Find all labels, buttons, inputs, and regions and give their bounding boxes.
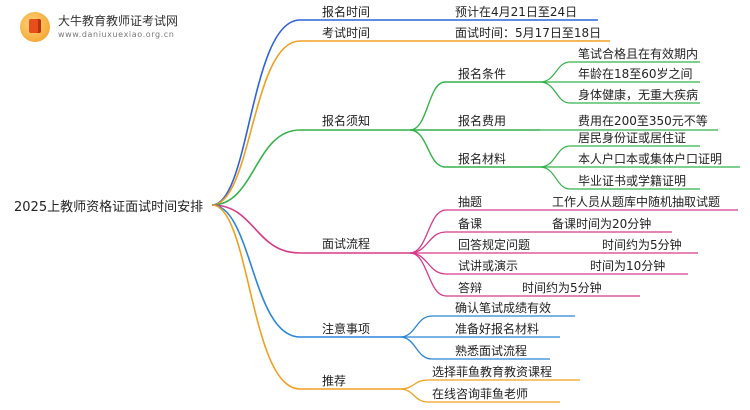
b3-s2-item-0: 费用在200至350元不等 <box>578 114 708 128</box>
b3-s3-label: 报名材料 <box>458 151 506 166</box>
connector-b3-s3 <box>409 129 446 168</box>
b3-s3-item-0: 居民身份证或居住证 <box>578 130 686 145</box>
b3-s3-item-1: 本人户口本或集体户口证明 <box>578 151 722 166</box>
connector-b3-s1-i0 <box>539 61 571 83</box>
branch-b1-label: 报名时间 <box>322 4 370 19</box>
connector-b5 <box>211 204 301 338</box>
b5-item-0: 确认笔试成绩有效 <box>455 300 551 315</box>
b3-s1-label: 报名条件 <box>458 66 506 81</box>
b4-step-4-detail: 时间约为5分钟 <box>522 280 602 295</box>
book-icon <box>29 19 41 33</box>
branch-b3-label: 报名须知 <box>322 113 370 128</box>
b5-item-2: 熟悉面试流程 <box>455 343 527 358</box>
logo-url: www.daniuxuexiao.org.cn <box>58 30 175 39</box>
branch-b6-label: 推荐 <box>322 374 346 388</box>
connector-b6-i1 <box>399 388 429 403</box>
b5-item-1: 准备好报名材料 <box>455 321 539 336</box>
b1-leaf: 预计在4月21日至24日 <box>455 5 577 19</box>
connector-b3 <box>211 129 301 206</box>
connector-b3-s1 <box>409 81 446 131</box>
logo-name: 大牛教育教师证考试网 <box>58 14 179 28</box>
site-logo[interactable]: 大牛教育教师证考试网 www.daniuxuexiao.org.cn <box>14 8 254 48</box>
connector-b5-i2 <box>399 336 433 360</box>
connector-b4-step-3 <box>409 252 447 275</box>
b6-item-1: 在线咨询菲鱼老师 <box>432 386 528 401</box>
b6-item-0: 选择菲鱼教育教资课程 <box>432 364 552 379</box>
b4-step-1-detail: 备课时间为20分钟 <box>552 216 651 231</box>
connector-b3-s1-i2 <box>539 81 571 104</box>
connector-b1 <box>211 19 301 206</box>
b4-step-2-label: 回答规定问题 <box>458 237 530 252</box>
b3-s1-item-2: 身体健康，无重大疾病 <box>578 87 698 102</box>
root-node: 2025上教师资格证面试时间安排 <box>14 199 203 215</box>
b3-s3-item-2: 毕业证书或学籍证明 <box>578 173 686 188</box>
b3-s1-item-0: 笔试合格且在有效期内 <box>578 46 698 61</box>
connector-b3-s3-i0 <box>539 145 571 168</box>
b4-step-4-label: 答辩 <box>458 280 482 295</box>
b4-step-1-label: 备课 <box>458 217 482 231</box>
branch-b5-label: 注意事项 <box>322 321 370 336</box>
connector-b6 <box>211 204 301 390</box>
b4-step-3-label: 试讲或演示 <box>458 258 518 273</box>
connector-b3-s3-i2 <box>539 166 571 190</box>
connector-b4-step-1 <box>409 231 447 254</box>
b4-step-0-detail: 工作人员从题库中随机抽取试题 <box>552 194 720 209</box>
connector-b2 <box>211 40 301 206</box>
b3-s2-label: 报名费用 <box>458 113 506 128</box>
b4-step-2-detail: 时间约为5分钟 <box>602 237 682 252</box>
connector-b4-step-0 <box>409 209 447 254</box>
connector-b5-i0 <box>399 315 433 338</box>
connector-b6-i0 <box>399 379 429 390</box>
b2-leaf: 面试时间：5月17日至18日 <box>455 25 601 40</box>
b3-s1-item-1: 年龄在18至60岁之间 <box>578 66 693 81</box>
connector-b4 <box>211 204 301 254</box>
b4-step-3-detail: 时间为10分钟 <box>590 258 665 273</box>
connector-b4-step-4 <box>409 252 447 297</box>
b4-step-0-label: 抽题 <box>458 195 482 209</box>
branch-b4-label: 面试流程 <box>322 236 370 251</box>
branch-b2-label: 考试时间 <box>322 25 370 40</box>
